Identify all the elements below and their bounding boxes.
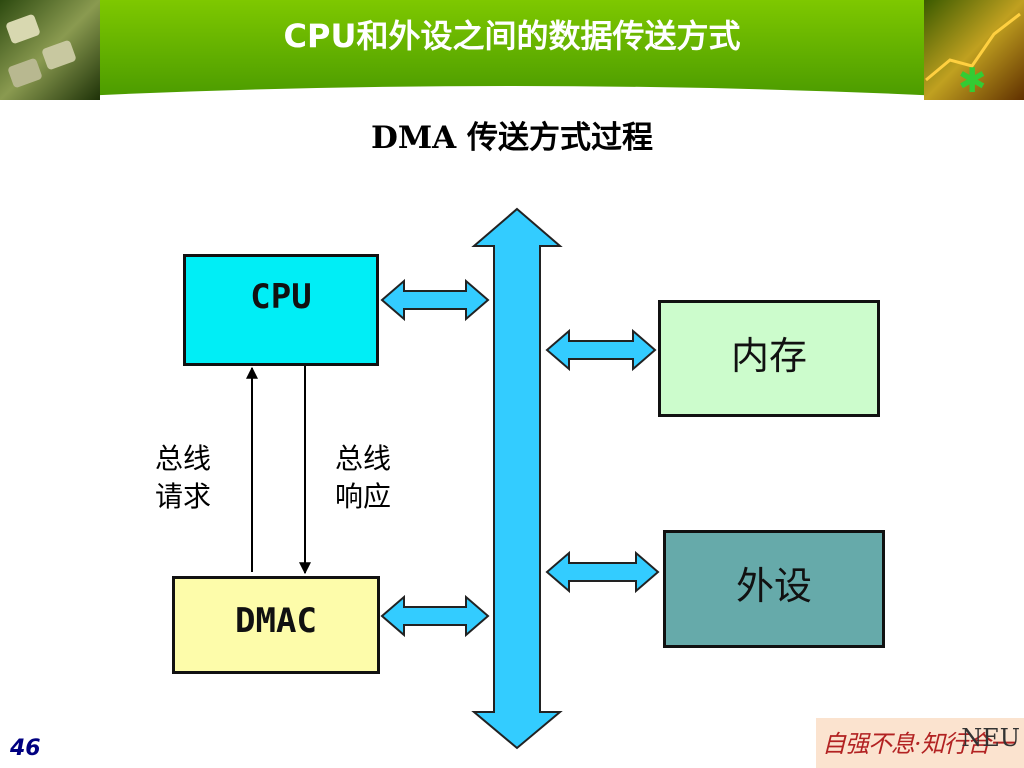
dmac-bus-link [380, 594, 490, 638]
chart-image [924, 0, 1024, 100]
bus-request-label-line1: 总线 [155, 442, 212, 475]
bus-request-label-line2: 请求 [155, 480, 212, 513]
slide-header: ✱ CPU和外设之间的数据传送方式 [0, 0, 1024, 100]
bus-response-label-line1: 总线 [335, 442, 392, 475]
bus-memory-link [545, 328, 657, 372]
diagram-subtitle: DMA 传送方式过程 [370, 120, 654, 156]
header-banner: ✱ [0, 0, 1024, 100]
cpu-box: CPU [183, 254, 379, 366]
logo-motto: 自强不息·知行合一 [822, 730, 1014, 758]
logo-brand: NEU [961, 724, 1020, 752]
university-logo: 自强不息·知行合一 NEU [816, 718, 1024, 768]
cpu-label: CPU [250, 277, 312, 317]
bus-peripheral-link [545, 550, 660, 594]
memory-label: 内存 [730, 334, 807, 378]
bus-response-label-line2: 响应 [335, 480, 392, 513]
peripheral-box: 外设 [663, 530, 885, 648]
slide-title: CPU和外设之间的数据传送方式 [283, 17, 741, 55]
memory-box: 内存 [658, 300, 880, 417]
svg-text:✱: ✱ [958, 61, 987, 100]
dmac-box: DMAC [172, 576, 380, 674]
dmac-label: DMAC [235, 601, 317, 641]
peripheral-label: 外设 [735, 564, 812, 608]
page-number: 46 [10, 736, 41, 761]
cpu-bus-link [380, 278, 490, 322]
system-bus-arrow [471, 207, 563, 750]
